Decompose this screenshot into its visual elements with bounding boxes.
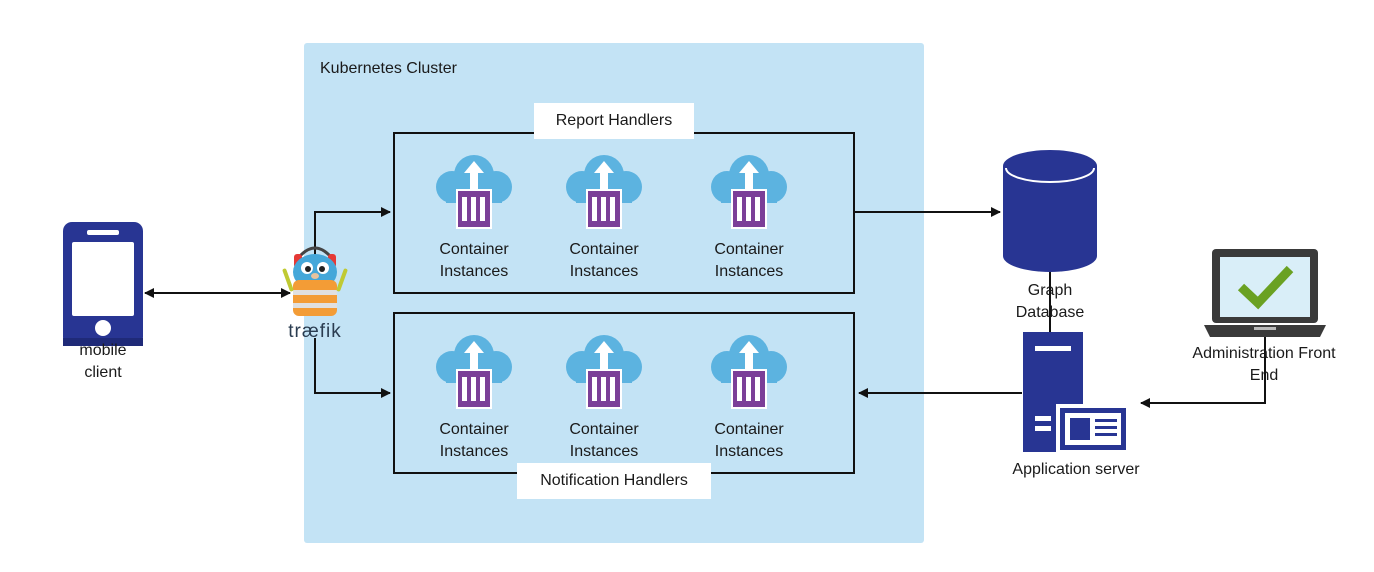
container-label-line2: Instances — [569, 443, 639, 460]
notification-handlers-label: Notification Handlers — [517, 463, 711, 499]
container-label-line1: Container — [439, 421, 509, 438]
application-server-icon — [1023, 332, 1128, 452]
report-container-2: Container Instances — [544, 150, 664, 285]
cloud-container-icon — [566, 335, 642, 409]
traefik-to-notification-arrow — [314, 338, 391, 398]
database-label-line2: Database — [1015, 304, 1085, 321]
cloud-container-icon — [436, 335, 512, 409]
container-label-line2: Instances — [439, 443, 509, 460]
container-label-line1: Container — [569, 421, 639, 438]
admin-label-line2: End — [1249, 367, 1279, 384]
mobile-label-line2: client — [84, 364, 122, 381]
report-container-3: Container Instances — [689, 150, 809, 285]
container-label-line2: Instances — [714, 443, 784, 460]
container-label-line1: Container — [714, 421, 784, 438]
mobile-label-line1: mobile — [79, 342, 127, 359]
notification-container-3: Container Instances — [689, 330, 809, 465]
container-label-line1: Container — [439, 241, 509, 258]
laptop-icon — [1204, 249, 1326, 337]
cloud-container-icon — [711, 155, 787, 229]
admin-label-line1: Administration Front — [1192, 345, 1336, 362]
container-label-line2: Instances — [439, 263, 509, 280]
container-label-line2: Instances — [569, 263, 639, 280]
application-server-label: Application server — [1012, 461, 1140, 478]
mobile-client-label: mobile client — [43, 340, 163, 384]
cloud-container-icon — [711, 335, 787, 409]
container-label-line1: Container — [714, 241, 784, 258]
traefik-gopher-icon — [282, 246, 348, 316]
report-container-1: Container Instances — [414, 150, 534, 285]
cloud-container-icon — [436, 155, 512, 229]
cluster-title: Kubernetes Cluster — [320, 60, 457, 77]
checkmark-icon — [1237, 265, 1294, 310]
database-label-line1: Graph — [1027, 282, 1073, 299]
container-label-line1: Container — [569, 241, 639, 258]
report-handlers-label: Report Handlers — [534, 103, 694, 139]
traefik-to-report-arrow — [314, 207, 391, 262]
cloud-container-icon — [566, 155, 642, 229]
database-cylinder-icon — [1003, 150, 1097, 272]
admin-to-appserver-arrow — [1140, 336, 1266, 408]
notification-container-1: Container Instances — [414, 330, 534, 465]
traefik-logo-text: træfik — [288, 321, 342, 342]
mobile-phone-icon — [63, 222, 143, 346]
admin-front-end-label: Administration Front End — [1178, 343, 1350, 387]
graph-database-label: Graph Database — [990, 280, 1110, 324]
notification-container-2: Container Instances — [544, 330, 664, 465]
container-label-line2: Instances — [714, 263, 784, 280]
